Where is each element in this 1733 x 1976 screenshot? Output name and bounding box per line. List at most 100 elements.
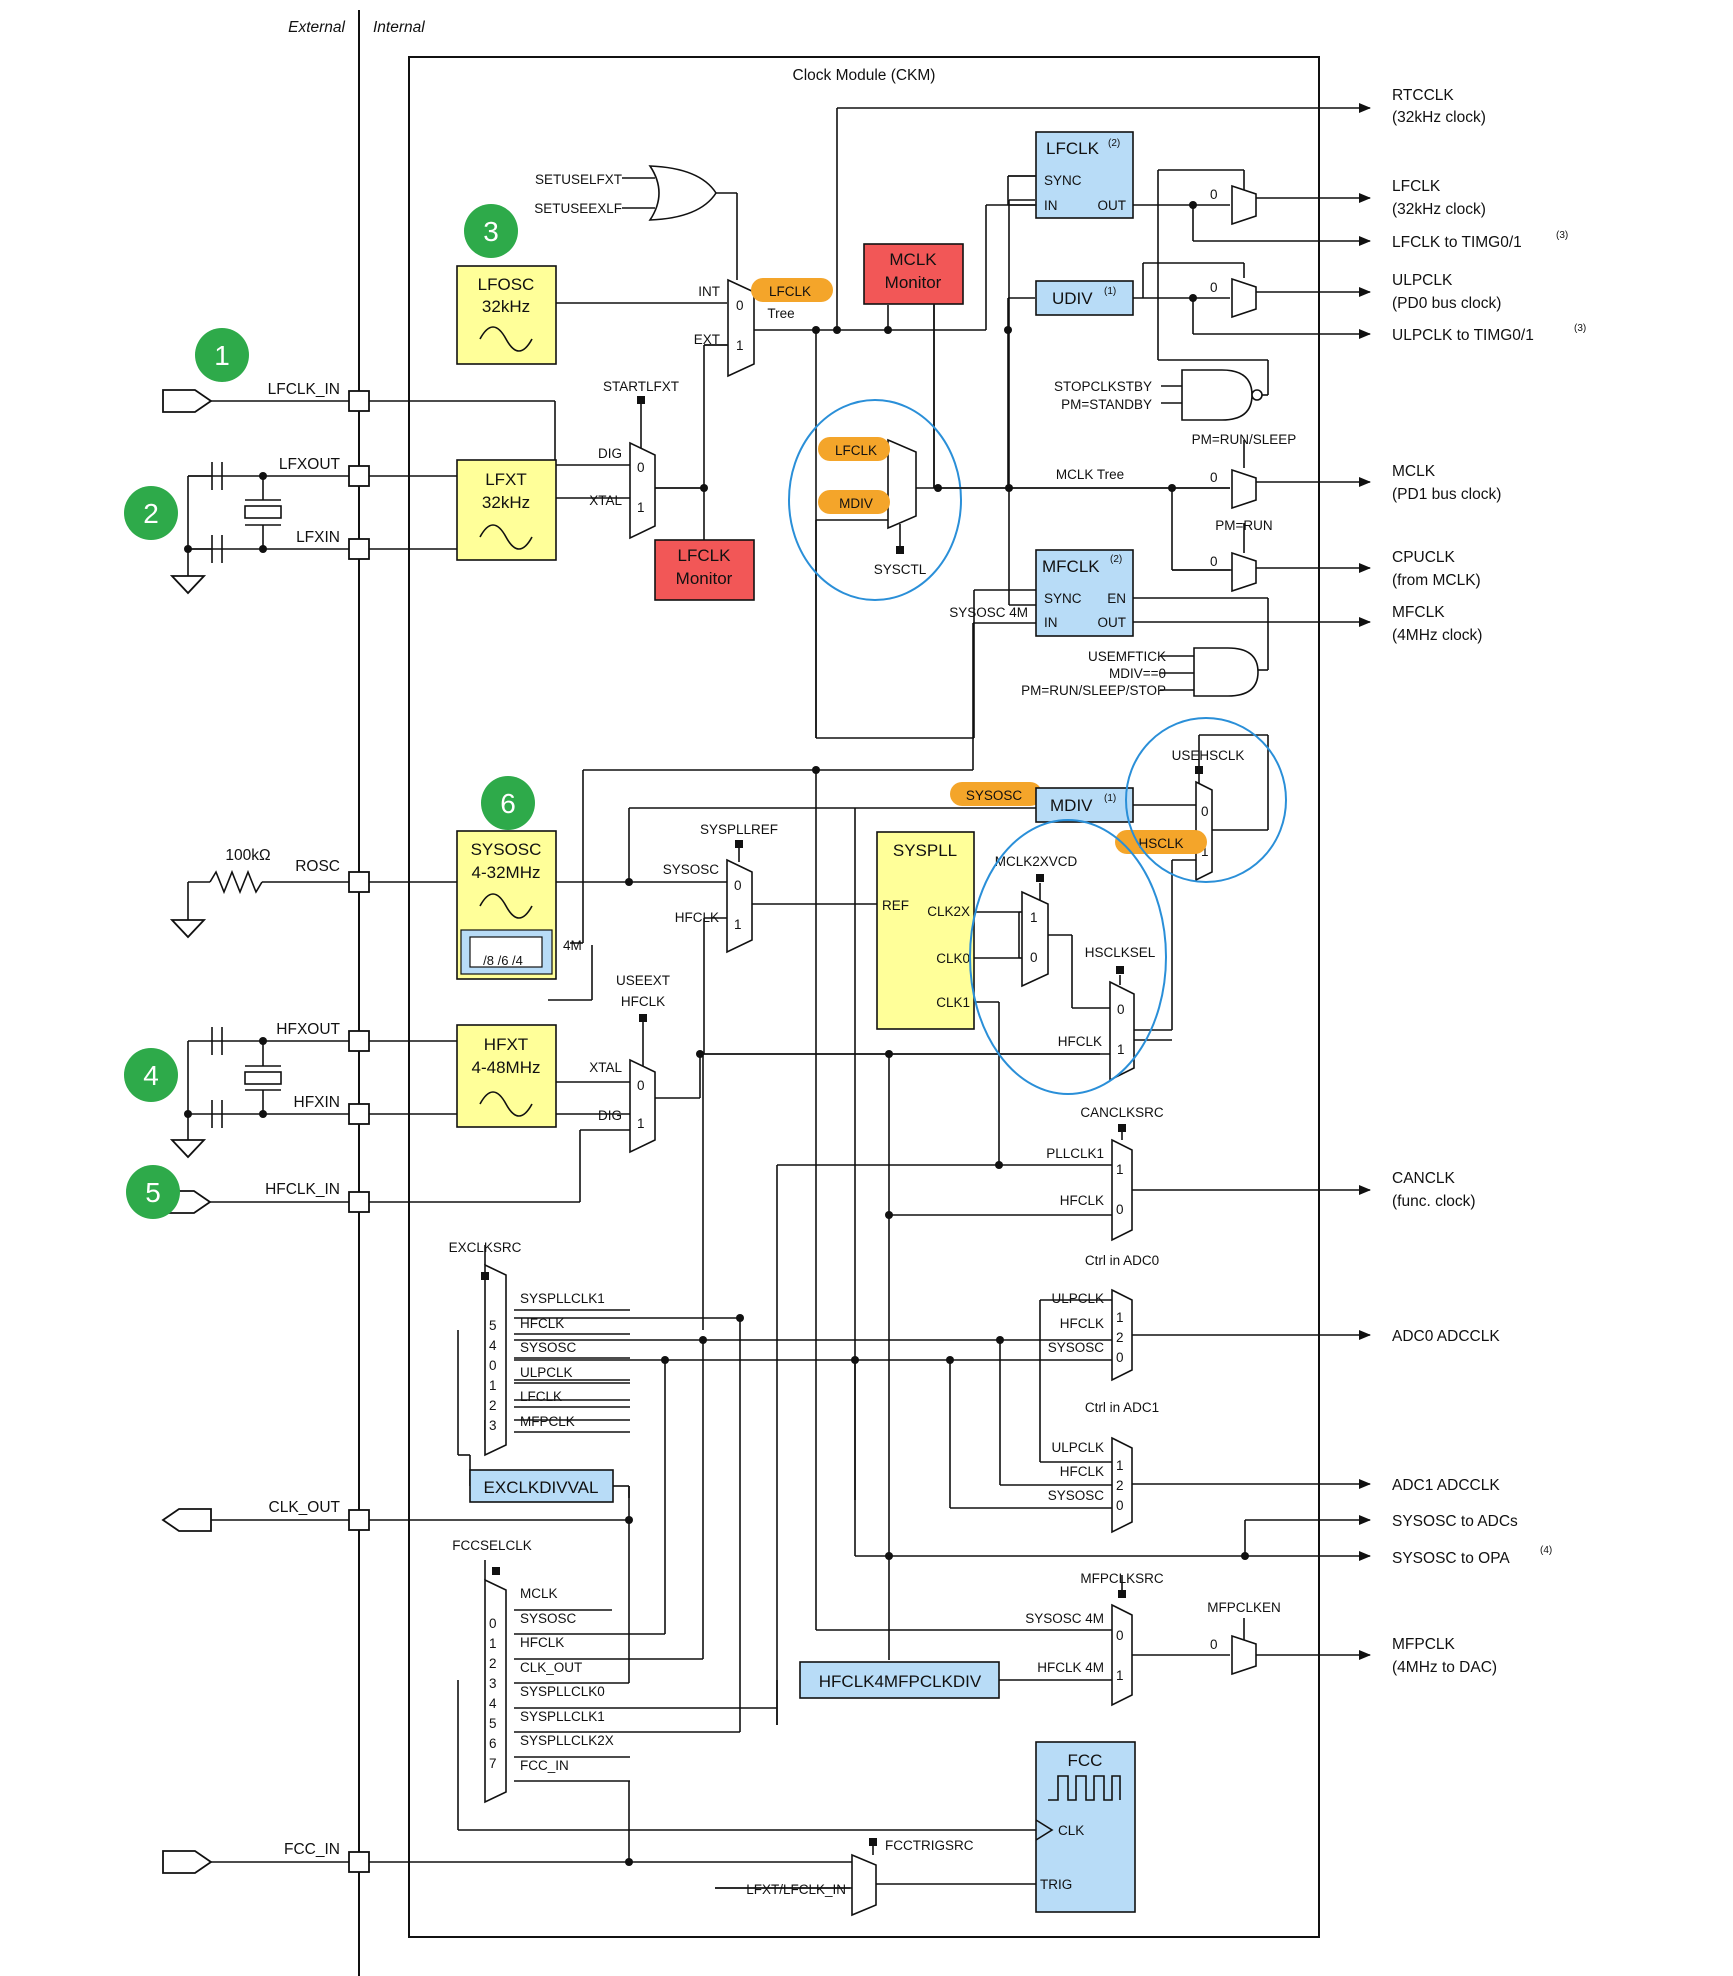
- label-hsclksel: HSCLKSEL: [1085, 945, 1156, 960]
- mclk2xvcd-0: 0: [1030, 950, 1038, 965]
- pin-hfxin: HFXIN: [294, 1094, 341, 1111]
- adc0-item-ulpclk: ULPCLK: [1051, 1291, 1104, 1306]
- lfclk-monitor-sub: Monitor: [676, 569, 733, 588]
- exclk-sel-1: 4: [489, 1338, 497, 1353]
- pin-clk-out: CLK_OUT: [269, 1499, 341, 1516]
- label-tree: Tree: [767, 306, 794, 321]
- highlight-circle-hsclk: [1125, 717, 1287, 883]
- exclk-sel-5: 3: [489, 1418, 497, 1433]
- fcctrigsrc-pin: [869, 1838, 877, 1846]
- badge-1: 1: [214, 340, 230, 371]
- out-ulpclk-sub: (PD0 bus clock): [1392, 295, 1501, 312]
- fcc-sel-7: 7: [489, 1756, 497, 1771]
- lfclk-block-sync: SYNC: [1044, 173, 1082, 188]
- label-lfxt-lfclk-in: LFXT/LFCLK_IN: [746, 1882, 846, 1897]
- out-note4: (4): [1540, 1545, 1552, 1556]
- ulpclk-gate-0: 0: [1210, 280, 1218, 295]
- out-note3-a: (3): [1556, 230, 1568, 241]
- label-pm-run-sleep-stop: PM=RUN/SLEEP/STOP: [1021, 683, 1166, 698]
- label-adc0-ctrl: Ctrl in ADC0: [1085, 1253, 1159, 1268]
- label-mclk-tree: MCLK Tree: [1056, 467, 1124, 482]
- pin-pads: [348, 390, 370, 1873]
- label-pm-run: PM=RUN: [1215, 518, 1272, 533]
- label-pm-run-sleep: PM=RUN/SLEEP: [1192, 432, 1297, 447]
- mfclk-block-en: EN: [1107, 591, 1126, 606]
- out-canclk-sub: (func. clock): [1392, 1193, 1476, 1210]
- startlfxt-pin: [637, 396, 645, 404]
- exclk-item-0: SYSPLLCLK1: [520, 1291, 605, 1306]
- tag-sysosc: [950, 782, 1042, 806]
- label-sysosc-in: SYSOSC: [663, 862, 720, 877]
- badge-4: 4: [143, 1060, 159, 1091]
- highlight-circle-mclk: [788, 399, 962, 601]
- mclk-monitor-block: [863, 243, 964, 305]
- fccselclk-pin: [492, 1567, 500, 1575]
- label-useext: USEEXT: [616, 973, 670, 988]
- adc1-2: 2: [1116, 1478, 1124, 1493]
- out-cpuclk: CPUCLK: [1392, 549, 1456, 566]
- mclk2xvcd-1: 1: [1030, 910, 1038, 925]
- mfclk-block: [1035, 549, 1134, 637]
- mdiv-sup: (1): [1104, 793, 1116, 804]
- label-xtal2: XTAL: [589, 1060, 622, 1075]
- out-mfpclk-sub: (4MHz to DAC): [1392, 1659, 1497, 1676]
- label-mclk2xvcd: MCLK2XVCD: [995, 854, 1078, 869]
- label-xtal: XTAL: [589, 493, 622, 508]
- out-adc1: ADC1 ADCCLK: [1392, 1477, 1500, 1494]
- tag-mdiv-mux: [818, 490, 890, 514]
- lfclk-monitor-title: LFCLK: [678, 546, 732, 565]
- pin-lfclk-in: LFCLK_IN: [268, 381, 340, 398]
- and-gate: [1193, 647, 1259, 697]
- exclkdivval-block: [469, 1469, 614, 1503]
- fccselclk-inputs: 0 1 2 3 4 5 6 7 MCLK SYSOSC HFCLK CLK_OU…: [489, 1586, 614, 1773]
- tag-lfclk-mux: [818, 437, 890, 461]
- label-stopclkstby: STOPCLKSTBY: [1054, 379, 1152, 394]
- fcc-item-4: SYSPLLCLK0: [520, 1684, 605, 1699]
- sysosc-title: SYSOSC: [471, 840, 542, 859]
- fcc-item-5: SYSPLLCLK1: [520, 1709, 605, 1724]
- exclk-item-1: HFCLK: [520, 1316, 564, 1331]
- canclk-mux-1: 1: [1116, 1162, 1124, 1177]
- exclk-sel-4: 2: [489, 1398, 497, 1413]
- syspllref-mux: [726, 858, 753, 954]
- badge-6: 6: [500, 788, 516, 819]
- lfclk-block-out: OUT: [1098, 198, 1127, 213]
- hfxt-sine-icon: [479, 1091, 533, 1117]
- hfclk4mfpclkdiv-block: [799, 1661, 1000, 1699]
- pin-hfclk-in: HFCLK_IN: [265, 1181, 340, 1198]
- mfpclk-mux-1: 1: [1116, 1668, 1124, 1683]
- label-sysosc-4m: SYSOSC 4M: [949, 605, 1028, 620]
- label-4m: 4M: [563, 938, 582, 953]
- lfclk-block-in: IN: [1044, 198, 1058, 213]
- hsclk-mux-0: 0: [1201, 804, 1209, 819]
- fcctrigsrc-mux: [851, 1853, 877, 1917]
- fcc-sel-0: 0: [489, 1616, 497, 1631]
- lfosc-block: [456, 265, 557, 365]
- tag-lfclk-tree-text: LFCLK: [769, 284, 811, 299]
- pin-rosc: ROSC: [295, 858, 340, 875]
- mux1-in1: 1: [736, 338, 744, 353]
- label-usemftick: USEMFTICK: [1088, 649, 1166, 664]
- exclksrc-pin: [481, 1272, 489, 1280]
- label-fcctrigsrc: FCCTRIGSRC: [885, 1838, 974, 1853]
- adc1-item-hfclk: HFCLK: [1060, 1464, 1104, 1479]
- label-hfclk-in: HFCLK: [675, 910, 719, 925]
- fcc-block: [1035, 1741, 1136, 1913]
- lfxt-freq: 32kHz: [482, 493, 530, 512]
- sysosc-freq: 4-32MHz: [472, 863, 541, 882]
- fcc-in-input: [162, 1850, 213, 1874]
- out-mclk-sub: (PD1 bus clock): [1392, 486, 1501, 503]
- hfxt-mux-0: 0: [637, 1078, 645, 1093]
- label-syspllref: SYSPLLREF: [700, 822, 778, 837]
- exclk-item-3: ULPCLK: [520, 1365, 573, 1380]
- exclk-sel-0: 5: [489, 1318, 497, 1333]
- label-setuselfxt: SETUSELFXT: [535, 172, 622, 187]
- clk-out-output: [161, 1508, 212, 1532]
- external-label: External: [288, 19, 345, 36]
- badge-2: 2: [143, 498, 159, 529]
- label-hfclk-hsclksel: HFCLK: [1058, 1034, 1102, 1049]
- out-rtcclk: RTCCLK: [1392, 87, 1454, 104]
- syspll-clk0: CLK0: [936, 951, 970, 966]
- lfxt-sine-icon: [479, 524, 533, 550]
- lfosc-freq: 32kHz: [482, 297, 530, 316]
